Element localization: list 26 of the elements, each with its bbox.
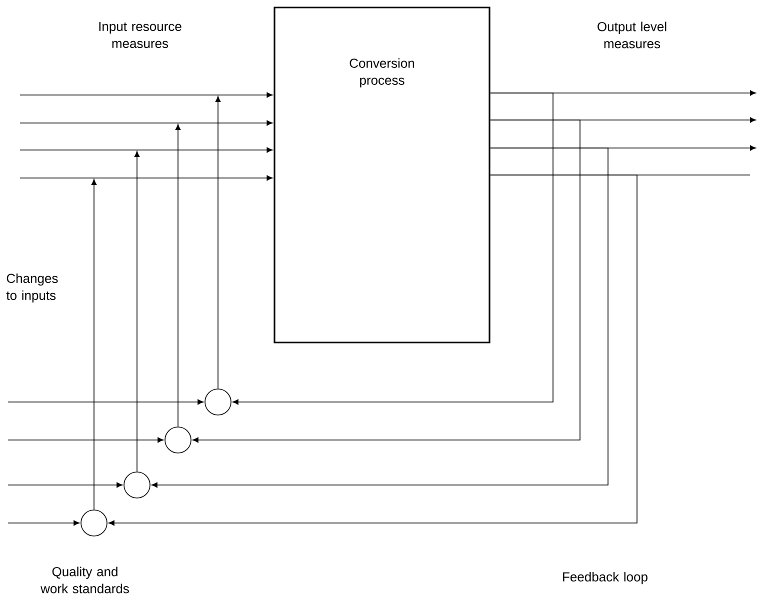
arrow bbox=[20, 147, 273, 153]
arrow bbox=[151, 148, 608, 488]
label: Quality and work standards bbox=[40, 566, 129, 594]
arrow bbox=[175, 124, 181, 427]
label: Input resource measures bbox=[99, 22, 182, 48]
label: Output level measures bbox=[598, 22, 666, 48]
arrow bbox=[232, 92, 554, 405]
summing-circle bbox=[80, 510, 108, 536]
arrow bbox=[91, 179, 97, 510]
process-box: Conversion process bbox=[274, 6, 490, 344]
arrow bbox=[8, 399, 204, 405]
arrow bbox=[8, 437, 164, 443]
arrow bbox=[20, 120, 273, 126]
arrow bbox=[108, 174, 638, 526]
summing-circle bbox=[204, 388, 232, 416]
arrow bbox=[215, 96, 221, 389]
label: Feedback loop bbox=[563, 572, 648, 584]
arrow bbox=[20, 92, 273, 98]
summing-circle bbox=[124, 472, 150, 498]
arrow bbox=[192, 120, 580, 443]
label: Changes to inputs bbox=[6, 273, 58, 303]
arrow bbox=[20, 175, 273, 181]
arrow bbox=[134, 151, 140, 472]
summing-circle bbox=[164, 426, 192, 454]
arrow bbox=[8, 520, 80, 526]
arrow bbox=[8, 482, 123, 488]
